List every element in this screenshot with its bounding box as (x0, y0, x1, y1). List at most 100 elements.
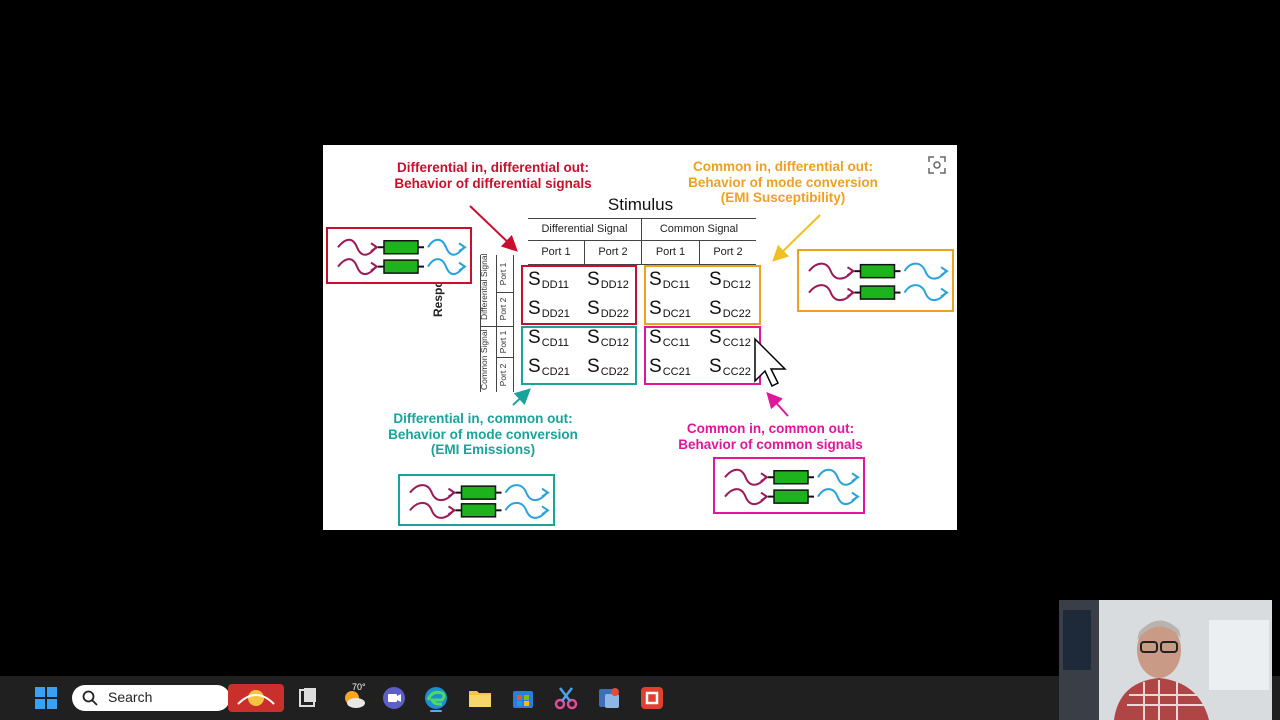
input-wave (808, 262, 854, 280)
store-icon[interactable] (509, 684, 537, 712)
weather-temperature: 70° (352, 682, 366, 692)
app-icon[interactable] (595, 684, 623, 712)
output-wave-arrowhead (940, 266, 949, 276)
cc-arrow (766, 392, 789, 417)
input-wave (409, 501, 455, 519)
row-rule-1 (480, 255, 481, 392)
dc-caption: Common in, differential out: Behavior of… (668, 159, 898, 206)
cc-illustration (713, 457, 865, 514)
dd-arrow (469, 205, 518, 252)
output-wave-arrowhead (940, 287, 949, 298)
input-wave-arrowhead (447, 505, 457, 516)
dd-caption: Differential in, differential out: Behav… (383, 160, 603, 191)
dc-arrow (772, 214, 821, 262)
input-wave-arrowhead (846, 266, 856, 276)
sdc-quadrant (644, 265, 761, 325)
s-param: SDD11 (528, 269, 569, 291)
recorder-icon[interactable] (638, 684, 666, 712)
dc-caption-line2: Behavior of mode conversion (688, 174, 878, 190)
circuit-block (383, 259, 419, 274)
input-wave-arrowhead (760, 472, 769, 483)
circuit-block (859, 285, 896, 300)
arrows-layer (469, 205, 821, 417)
circuit-block (773, 469, 809, 485)
cd-arrow (512, 388, 531, 406)
output-wave-arrowhead (541, 505, 550, 516)
input-wave (724, 468, 767, 486)
s-param: SCC22 (709, 356, 751, 378)
input-wave (409, 484, 455, 502)
input-wave (808, 284, 854, 302)
row-rule-h1 (497, 292, 514, 293)
cc-caption-line2: Behavior of common signals (678, 436, 863, 452)
cc-caption-line1: Common in, common out: (686, 421, 855, 436)
webcam-person-image (1059, 600, 1272, 720)
dd-caption-line2: Behavior of differential signals (394, 175, 592, 191)
s-param: SDC12 (709, 269, 751, 291)
scan-icon[interactable] (927, 155, 947, 175)
common-signal-header: Common Signal (659, 223, 739, 235)
dd-illustration (326, 227, 472, 284)
output-wave (504, 484, 548, 502)
windows-start-icon[interactable] (32, 684, 60, 712)
slide: Differential in, differential out: Behav… (323, 145, 957, 530)
task-view-icon[interactable] (294, 684, 322, 712)
output-wave-arrowhead (851, 472, 860, 483)
cd-caption-line2: Behavior of mode conversion (388, 426, 578, 442)
s-param: SDD22 (587, 298, 629, 320)
output-wave-arrowhead (458, 261, 467, 272)
dc-illustration (797, 249, 954, 312)
output-wave (903, 262, 947, 280)
output-wave (817, 468, 858, 486)
s-param: SCD12 (587, 327, 629, 349)
s-param: SCC12 (709, 327, 751, 349)
search-icon (82, 690, 98, 706)
output-wave-arrowhead (851, 491, 860, 502)
port-label: Port 1 (541, 246, 571, 258)
cd-illustration (398, 474, 555, 526)
output-wave (504, 501, 548, 519)
file-explorer-icon[interactable] (466, 684, 494, 712)
s-param: SCD11 (528, 327, 569, 349)
row-rule-3 (513, 255, 514, 392)
header-rule-top (528, 218, 756, 219)
widgets-icon[interactable] (228, 684, 284, 712)
row-rule-h3 (497, 357, 514, 358)
output-wave (427, 258, 465, 276)
input-wave-arrowhead (370, 242, 379, 253)
s-param: SCC11 (649, 327, 690, 349)
differential-signal-header: Differential Signal (541, 223, 628, 235)
dd-caption-line1: Differential in, differential out: (396, 160, 589, 175)
weather-icon[interactable] (340, 684, 368, 712)
sdd-quadrant (521, 265, 637, 325)
input-wave-arrowhead (846, 287, 856, 298)
output-wave-arrowhead (458, 242, 467, 253)
row-rule-h2 (481, 326, 514, 327)
s-param: SCD22 (587, 356, 629, 378)
mouse-cursor (754, 337, 787, 388)
cc-caption: Common in, common out: Behavior of commo… (663, 421, 878, 452)
output-wave (903, 284, 947, 302)
port-label: Port 1 (655, 246, 686, 258)
circuit-block (460, 485, 497, 500)
search-input[interactable]: Search (72, 685, 230, 711)
header-divider (641, 218, 642, 264)
circuit-block (460, 503, 497, 518)
circuit-block (383, 239, 419, 255)
chat-icon[interactable] (380, 684, 408, 712)
input-wave-arrowhead (447, 487, 457, 498)
webcam-overlay (1059, 600, 1272, 720)
output-wave-arrowhead (541, 487, 550, 498)
s-param: SDC22 (709, 298, 751, 320)
cd-caption-line1: Differential in, common out: (393, 411, 573, 426)
edge-browser-icon[interactable] (422, 684, 450, 712)
port-divider-left (584, 241, 585, 264)
s-param: SDD21 (528, 298, 570, 320)
s-param: SCC21 (649, 356, 691, 378)
output-wave (427, 238, 465, 256)
dc-caption-line3: (EMI Susceptibility) (720, 190, 846, 205)
header-rule-bottom (528, 264, 756, 265)
circuit-block (773, 489, 809, 504)
snipping-tool-icon[interactable] (552, 684, 580, 712)
search-placeholder: Search (108, 689, 153, 705)
